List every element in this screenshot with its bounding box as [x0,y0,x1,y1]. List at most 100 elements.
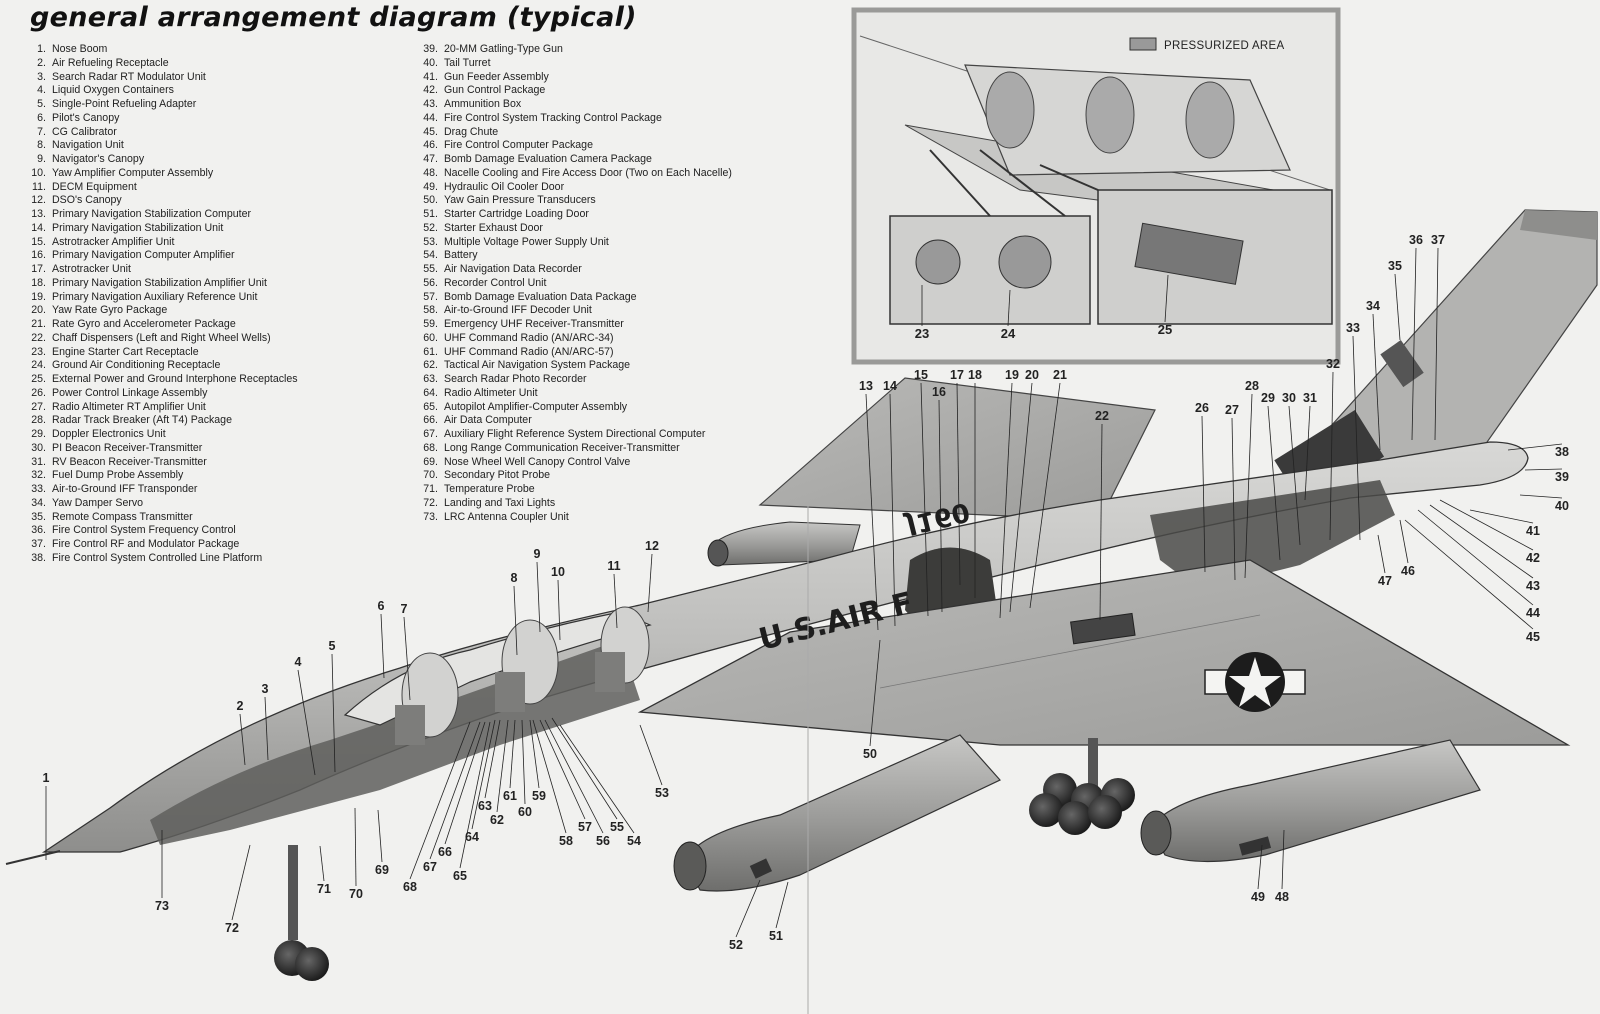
legend-item-number: 30. [31,441,46,454]
right-lower-nacelle [1149,739,1481,863]
legend-item-number: 68. [423,441,438,454]
legend-item: 53.Multiple Voltage Power Supply Unit [416,236,732,250]
legend-item: 25.External Power and Ground Interphone … [24,373,297,387]
legend-item: 71.Temperature Probe [416,483,732,497]
callout-leader-9 [536,561,541,633]
legend-item-text: Radar Track Breaker (Aft T4) Package [52,414,232,427]
legend-item: 51.Starter Cartridge Loading Door [416,208,732,222]
legend-item: 30.PI Beacon Receiver-Transmitter [24,442,298,456]
legend-item: 15.Astrotracker Amplifier Unit [24,236,298,250]
callout-55: 55 [610,820,624,834]
callout-22: 22 [1095,409,1109,423]
legend-item-number: 50. [423,194,438,207]
callout-leader-lines [45,247,1563,938]
legend-item: 18.Primary Navigation Stabilization Ampl… [24,277,298,291]
legend-item-text: Doppler Electronics Unit [52,428,166,440]
callout-67: 67 [423,860,437,874]
legend-item: 10.Yaw Amplifier Computer Assembly [24,167,298,181]
legend-item: 73.LRC Antenna Coupler Unit [416,511,732,525]
legend-item: 6.Pilot's Canopy [24,112,298,126]
callout-leader-72 [231,844,251,921]
legend-item-text: Engine Starter Cart Receptacle [52,345,199,358]
legend-item-text: Fire Control System Controlled Line Plat… [52,551,263,564]
callout-leader-45 [1404,519,1534,630]
legend-item-number: 33. [31,483,46,495]
legend-item-text: RV Beacon Receiver-Transmitter [52,455,207,468]
legend-item: 14.Primary Navigation Stabilization Unit [24,222,298,236]
legend-item-number: 15. [31,235,46,248]
callout-leader-19 [999,382,1013,619]
legend-item-number: 60. [423,331,438,344]
callout-leader-28 [1244,393,1253,579]
legend-item-number: 22. [31,331,46,344]
legend-item-text: Gun Feeder Assembly [444,70,549,83]
callout-49: 49 [1251,890,1265,904]
legend-item-number: 42. [423,84,438,97]
legend-item-number: 11. [32,180,46,193]
callout-17: 17 [950,368,964,382]
callout-1: 1 [43,771,50,785]
callout-leader-6 [380,613,385,679]
callout-leader-20 [1009,382,1033,613]
legend-item: 36.Fire Control System Frequency Control [24,524,298,538]
legend-item: 1.Nose Boom [24,43,298,57]
callout-leader-5 [331,653,336,773]
callout-2: 2 [237,699,244,713]
legend-item-text: Yaw Amplifier Computer Assembly [52,166,214,179]
legend-item-text: Hydraulic Oil Cooler Door [444,180,565,193]
page-title: general arrangement diagram (typical) [30,2,637,33]
aircraft-illustration: U.S.AIR F J160 [5,209,1598,1014]
callout-41: 41 [1526,524,1540,538]
legend-item-text: Navigation Unit [52,139,124,152]
legend-item: 27.Radio Altimeter RT Amplifier Unit [24,401,298,415]
legend-item-text: Astrotracker Unit [52,263,131,275]
legend-item-text: Ammunition Box [444,98,522,110]
callout-19: 19 [1005,368,1019,382]
legend-item-text: Tactical Air Navigation System Package [444,359,631,372]
legend-item: 62.Tactical Air Navigation System Packag… [416,359,732,373]
legend-item-text: Single-Point Refueling Adapter [52,98,197,110]
legend-item-number: 43. [423,98,438,110]
callout-10: 10 [551,565,565,579]
callout-62: 62 [490,813,504,827]
callout-31: 31 [1303,391,1317,405]
callout-leader-58 [532,719,567,834]
legend-item-number: 73. [423,510,438,523]
legend-item-text: DECM Equipment [52,180,137,193]
legend-item: 19.Primary Navigation Auxiliary Referenc… [24,291,298,305]
legend-item: 72.Landing and Taxi Lights [416,497,732,511]
legend-item: 24.Ground Air Conditioning Receptacle [24,359,298,373]
pressurized-area-label: PRESSURIZED AREA [1164,40,1284,52]
legend-item-text: Bomb Damage Evaluation Data Package [444,290,637,303]
left-lower-nacelle [684,734,1001,892]
usaf-insignia [1204,652,1306,712]
callout-42: 42 [1526,551,1540,565]
legend-item-text: Pilot's Canopy [52,111,120,124]
legend-item-number: 16. [31,249,46,262]
callout-leader-36 [1411,247,1417,441]
legend-item-text: CG Calibrator [52,125,117,138]
legend-item-text: Battery [444,249,478,262]
callout-leader-41 [1469,509,1534,524]
legend-item: 29.Doppler Electronics Unit [24,428,298,442]
callout-leader-37 [1434,247,1439,441]
legend-item: 40.Tail Turret [416,57,732,71]
legend-item: 70.Secondary Pitot Probe [416,469,732,483]
legend-item-number: 13. [31,208,46,220]
callout-leader-65 [459,721,491,869]
legend-item: 50. Yaw Gain Pressure Transducers [416,194,732,208]
legend-item-text: Secondary Pitot Probe [444,469,550,482]
legend-item-number: 54. [423,249,438,262]
callout-21: 21 [1053,368,1067,382]
legend-item-text: Yaw Rate Gyro Package [52,304,168,317]
callout-leader-48 [1281,829,1285,890]
callout-60: 60 [518,805,532,819]
legend-item-text: Yaw Gain Pressure Transducers [444,194,596,207]
legend-item-number: 38. [31,551,46,564]
callout-leader-32 [1329,371,1334,541]
legend-item-number: 31. [31,455,46,468]
callout-48: 48 [1275,890,1289,904]
callout-leader-13 [865,393,879,631]
